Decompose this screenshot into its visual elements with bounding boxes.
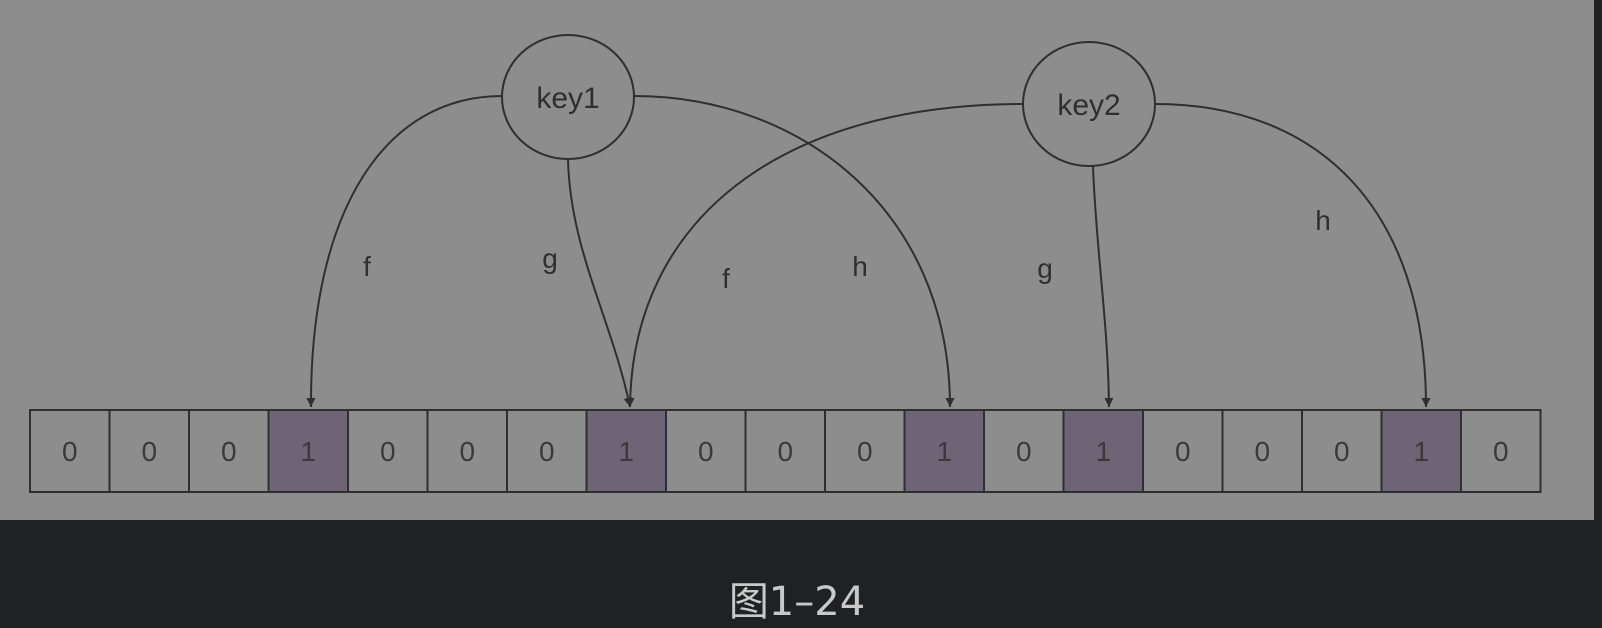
bit-value: 0: [1334, 436, 1350, 467]
bit-cell: 1: [585, 409, 667, 493]
key-node-key2: key2: [1022, 41, 1156, 167]
edge-label-key2-g: g: [1037, 253, 1053, 284]
bloom-filter-diagram: key1 key2 f g h f g h 0 0 0 1 0 0 0 1 0 0 0 1 0 1 0 0 0 1…: [0, 0, 1594, 520]
diagram-canvas: key1 key2 f g h f g h 0 0 0 1 0 0 0 1 0 0 0 1 0 1 0 0 0 1…: [29, 34, 1542, 493]
bit-cell-box: [188, 409, 270, 493]
hash-arrow-key2-g: [1092, 165, 1114, 408]
bit-value: 0: [221, 436, 237, 467]
bit-cell: 0: [426, 409, 508, 493]
bit-value: 0: [141, 436, 157, 467]
bit-cell-box: [267, 409, 349, 493]
bit-cell-box: [744, 409, 826, 493]
bit-cell-box: [426, 409, 508, 493]
bit-cell-box: [1062, 409, 1144, 493]
bit-cell: 0: [108, 409, 190, 493]
key-node-label: key1: [536, 82, 599, 115]
bit-value: 0: [698, 436, 714, 467]
bit-cell: 0: [744, 409, 826, 493]
key-node-key1: key1: [501, 34, 635, 160]
edge-label-key1-f: f: [363, 251, 371, 282]
bit-value: 0: [1254, 436, 1270, 467]
bit-cell: 0: [1221, 409, 1303, 493]
bit-cell: 1: [1380, 409, 1462, 493]
bit-array: 0 0 0 1 0 0 0 1 0 0 0 1 0 1 0 0 0 1 0: [29, 409, 1542, 493]
edge-label-key2-f: f: [722, 263, 730, 294]
hash-arrow-key2-f: [625, 103, 1024, 408]
bit-value: 1: [936, 436, 952, 467]
edge-label-key1-h: h: [852, 251, 868, 282]
bit-cell: 0: [665, 409, 747, 493]
bit-cell: 0: [506, 409, 588, 493]
bit-cell: 1: [267, 409, 349, 493]
bit-value: 1: [1413, 436, 1429, 467]
bit-value: 0: [380, 436, 396, 467]
bit-cell-box: [903, 409, 985, 493]
bit-cell-box: [108, 409, 190, 493]
hash-arrow-key1-h: [633, 95, 955, 408]
bit-value: 0: [539, 436, 555, 467]
bit-cell: 1: [903, 409, 985, 493]
bit-cell-box: [1142, 409, 1224, 493]
key-node-label: key2: [1057, 89, 1120, 122]
bit-value: 0: [1493, 436, 1509, 467]
bit-value: 1: [618, 436, 634, 467]
edge-label-key2-h: h: [1315, 205, 1331, 236]
bit-value: 0: [62, 436, 78, 467]
bit-cell-box: [1380, 409, 1462, 493]
hash-arrow-key2-h: [1154, 103, 1431, 408]
bit-value: 1: [1095, 436, 1111, 467]
bit-cell: 0: [1142, 409, 1224, 493]
bit-value: 0: [777, 436, 793, 467]
bit-cell: 0: [983, 409, 1065, 493]
bit-cell: 0: [1460, 409, 1542, 493]
bit-cell-box: [347, 409, 429, 493]
bit-value: 0: [459, 436, 475, 467]
bit-cell-box: [1460, 409, 1542, 493]
bit-value: 0: [857, 436, 873, 467]
hash-arrow-key1-f: [306, 95, 503, 408]
bit-value: 0: [1016, 436, 1032, 467]
bit-cell: 0: [29, 409, 111, 493]
bit-cell: 0: [347, 409, 429, 493]
bit-value: 1: [300, 436, 316, 467]
bit-cell-box: [506, 409, 588, 493]
bit-cell: 0: [1301, 409, 1383, 493]
bit-cell: 0: [824, 409, 906, 493]
bit-value: 0: [1175, 436, 1191, 467]
figure-caption: 图1–24: [728, 579, 866, 625]
bit-cell: 0: [188, 409, 270, 493]
edge-label-key1-g: g: [542, 243, 558, 274]
hash-arrow-key1-g: [567, 158, 633, 408]
bit-cell-box: [1301, 409, 1383, 493]
bit-cell: 1: [1062, 409, 1144, 493]
